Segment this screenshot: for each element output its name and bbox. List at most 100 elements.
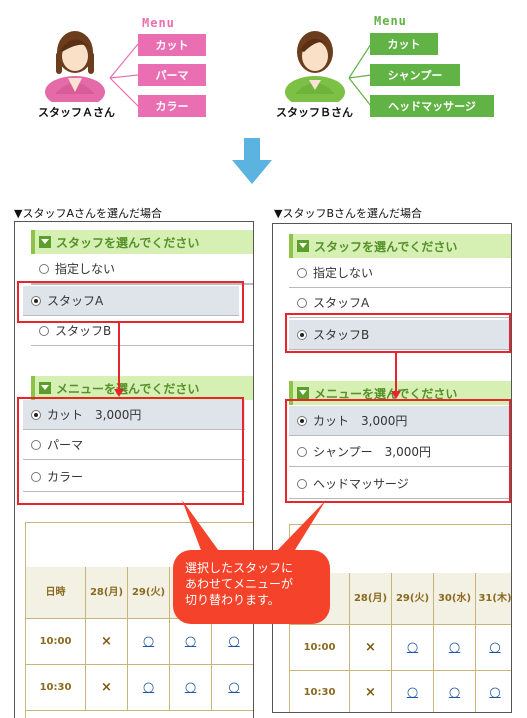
slot-available[interactable]: ○ (170, 665, 212, 711)
radio-checked-icon (31, 295, 41, 306)
slot-unavailable: × (86, 619, 128, 665)
callout-bubble: 選択したスタッフに あわせてメニューが 切り替わります。 (173, 550, 330, 624)
slot-available[interactable]: ○ (476, 671, 511, 712)
radio-icon (297, 478, 307, 489)
slot-available[interactable]: ○ (392, 671, 434, 712)
staff-b-name: スタッフＢさん (276, 106, 353, 119)
slot-available[interactable]: ○ (434, 671, 476, 712)
radio-checked-icon (31, 409, 41, 420)
staff-b-menu-item: ヘッドマッサージ (370, 95, 494, 117)
option-label: ヘッドマッサージ (313, 477, 409, 491)
option-label: スタッフA (313, 296, 370, 310)
time-cell: 10:30 (26, 665, 86, 711)
day-header: 29(火) (128, 567, 170, 619)
staff-option-b[interactable]: スタッフB (289, 320, 509, 350)
staff-option-a[interactable]: スタッフA (289, 288, 511, 318)
divider (31, 284, 253, 292)
panel-a-caption: ▼スタッフAさんを選んだ場合 (14, 207, 162, 220)
slot-available[interactable]: ○ (128, 665, 170, 711)
checkmark-icon (297, 387, 309, 399)
radio-checked-icon (297, 415, 307, 426)
staff-option-a[interactable]: スタッフA (23, 286, 239, 316)
menu-option-shampoo[interactable]: シャンプー 3,000円 (289, 437, 509, 467)
staff-b-avatar-icon (285, 31, 345, 102)
callout-line: 切り替わります。 (185, 593, 280, 607)
panel-b-caption: ▼スタッフBさんを選んだ場合 (274, 207, 423, 220)
section-title: スタッフを選んでください (56, 235, 200, 250)
option-label: スタッフA (47, 294, 104, 308)
slot-unavailable: × (86, 665, 128, 711)
menu-option-cut[interactable]: カット 3,000円 (23, 400, 245, 430)
staff-a-menu-item: パーマ (138, 64, 206, 86)
staff-b-connector (348, 43, 372, 107)
highlight-box (17, 397, 244, 505)
slot-available[interactable]: ○ (392, 625, 434, 671)
day-header: 28(月) (86, 567, 128, 619)
staff-a-menu-item: カット (138, 34, 206, 56)
option-label: カット 3,000円 (313, 414, 408, 428)
section-title: メニューを選んでください (56, 381, 200, 396)
checkmark-icon (39, 236, 51, 248)
arrow-head-icon (391, 391, 401, 399)
slot-available[interactable]: ○ (170, 619, 212, 665)
section-title: スタッフを選んでください (314, 239, 458, 254)
staff-option-b[interactable]: スタッフB (31, 316, 253, 346)
radio-icon (31, 471, 41, 482)
staff-b-menu-title: Menu (374, 14, 407, 28)
day-header: 29(火) (392, 573, 434, 625)
highlight-connector (118, 323, 120, 389)
time-cell: 10:00 (26, 619, 86, 665)
slot-unavailable: × (350, 671, 392, 712)
staff-option-none[interactable]: 指定しない (31, 254, 253, 284)
radio-icon (297, 297, 307, 308)
highlight-box (285, 313, 511, 353)
radio-icon (297, 267, 307, 278)
staff-b-menu-item: カット (370, 33, 438, 55)
menu-option-color[interactable]: カラー (23, 462, 245, 492)
option-label: スタッフB (55, 324, 112, 338)
day-header: 31(木) (476, 573, 511, 625)
option-label: 指定しない (55, 262, 116, 276)
down-arrow-icon (232, 138, 272, 184)
time-cell: 10:30 (290, 671, 350, 712)
section-title: メニューを選んでください (314, 386, 458, 401)
staff-a-menu-item: カラー (138, 95, 206, 117)
day-header: 28(月) (350, 573, 392, 625)
day-header: 30(水) (434, 573, 476, 625)
staff-a-avatar-icon (45, 31, 105, 102)
option-label: パーマ (47, 438, 84, 452)
option-label: カット 3,000円 (47, 408, 142, 422)
checkmark-icon (39, 382, 51, 394)
option-label: シャンプー 3,000円 (313, 445, 431, 459)
radio-icon (39, 325, 49, 336)
slot-available[interactable]: ○ (476, 625, 511, 671)
staff-a-connector (109, 43, 139, 107)
checkmark-icon (297, 240, 309, 252)
panel-b-staff-section-header: スタッフを選んでください (289, 234, 511, 258)
slot-available[interactable]: ○ (212, 619, 253, 665)
menu-option-perm[interactable]: パーマ (23, 430, 245, 460)
slot-available[interactable]: ○ (128, 619, 170, 665)
callout-line: 選択したスタッフに (185, 561, 294, 575)
menu-option-cut[interactable]: カット 3,000円 (289, 406, 509, 436)
arrow-head-icon (114, 389, 124, 397)
menu-option-head-massage[interactable]: ヘッドマッサージ (289, 469, 509, 499)
staff-a-menu-title: Menu (142, 16, 175, 30)
time-cell: 10:00 (290, 625, 350, 671)
highlight-connector (395, 353, 397, 391)
staff-b-menu-item: シャンプー (370, 64, 460, 86)
radio-icon (31, 439, 41, 450)
panel-a-menu-section-header: メニューを選んでください (31, 376, 253, 400)
staff-a-name: スタッフＡさん (38, 106, 115, 119)
highlight-box (17, 281, 244, 323)
time-header: 日時 (26, 567, 86, 619)
option-label: 指定しない (313, 266, 374, 280)
slot-available[interactable]: ○ (212, 665, 253, 711)
staff-option-none[interactable]: 指定しない (289, 258, 511, 288)
callout-line: あわせてメニューが (185, 577, 294, 591)
radio-checked-icon (297, 329, 307, 340)
slot-available[interactable]: ○ (434, 625, 476, 671)
option-label: スタッフB (313, 328, 370, 342)
slot-unavailable: × (350, 625, 392, 671)
highlight-box (285, 399, 511, 503)
